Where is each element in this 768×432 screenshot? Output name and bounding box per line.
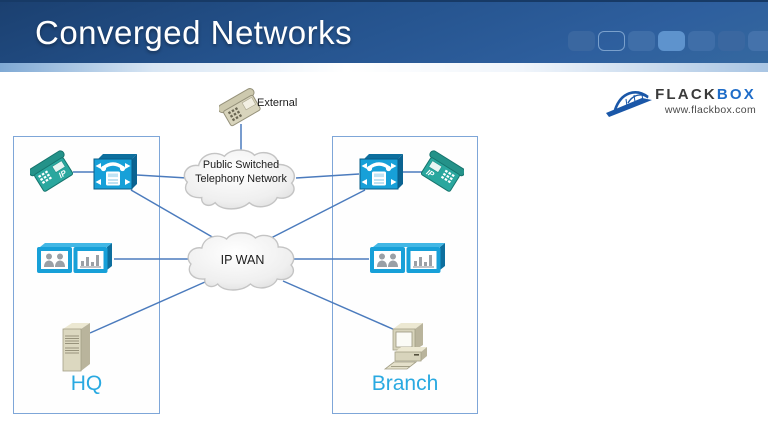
deco-square-7 xyxy=(748,31,768,51)
branch-desktop-pc-icon xyxy=(383,320,433,380)
pstn-label-line2: Telephony Network xyxy=(195,172,287,185)
brand-name: FLACKBOX xyxy=(655,86,756,103)
branch-label: Branch xyxy=(371,372,439,395)
ipwan-cloud: IP WAN xyxy=(183,229,302,298)
external-analog-phone-icon xyxy=(217,86,263,133)
deco-square-5 xyxy=(688,31,715,51)
header-bar: Converged Networks xyxy=(0,0,768,63)
hq-voice-gateway-icon xyxy=(92,151,138,198)
deco-square-1 xyxy=(568,31,595,51)
deco-square-6 xyxy=(718,31,745,51)
svg-text:IP: IP xyxy=(57,168,69,180)
deco-square-2 xyxy=(598,31,625,51)
bridge-logo-icon xyxy=(606,91,652,117)
deco-square-4 xyxy=(658,31,685,51)
brand-flack: FLACK xyxy=(655,86,717,103)
svg-text:IP: IP xyxy=(425,168,437,180)
hq-label: HQ xyxy=(70,372,103,395)
branch-voice-gateway-icon xyxy=(358,151,404,198)
pstn-label: Public Switched Telephony Network xyxy=(179,159,303,186)
deco-square-3 xyxy=(628,31,655,51)
brand-url: www.flackbox.com xyxy=(664,104,756,116)
external-label: External xyxy=(257,97,298,109)
hq-ip-phone-icon: IP xyxy=(28,149,74,200)
ipwan-label: IP WAN xyxy=(220,253,265,267)
header-shine-divider xyxy=(0,63,768,72)
flackbox-logo: FLACKBOX www.flackbox.com xyxy=(606,82,756,126)
branch-ip-phone-icon: IP xyxy=(420,149,466,200)
branch-video-conference-icon xyxy=(369,242,447,281)
page-title: Converged Networks xyxy=(35,14,353,51)
pstn-cloud: Public Switched Telephony Network xyxy=(179,146,303,217)
brand-box: BOX xyxy=(716,86,756,103)
hq-server-icon xyxy=(59,322,93,379)
pstn-label-line1: Public Switched xyxy=(202,159,280,171)
hq-video-conference-icon xyxy=(36,242,114,281)
